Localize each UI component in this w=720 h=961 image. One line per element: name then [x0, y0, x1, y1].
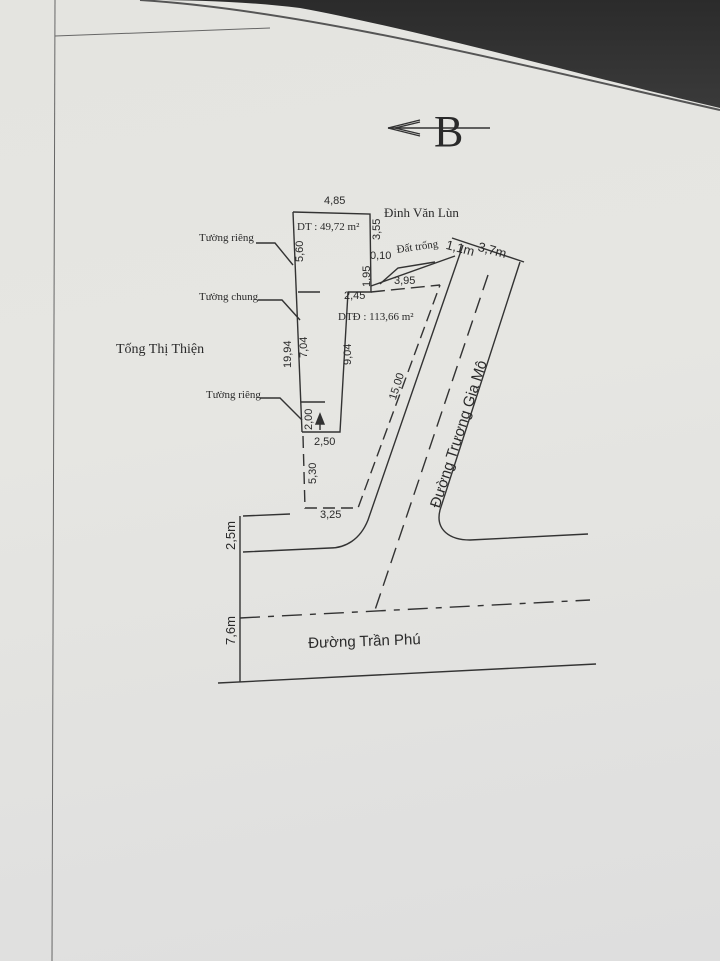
dim-left-lower: 2,00	[303, 408, 315, 430]
label-neighbor-west: Tống Thị Thiện	[116, 342, 205, 357]
dim-left-mid: 7,04	[298, 336, 310, 358]
dim-frontage: 3,95	[394, 275, 416, 287]
dim-right-top: 3,55	[371, 218, 383, 240]
label-wall-private-1: Tường riêng	[199, 232, 254, 244]
road-width-bottom: 7,6m	[223, 616, 238, 645]
road-sidewalk-bottom: 2,5m	[223, 521, 238, 550]
dim-ext-left: 5,30	[307, 462, 319, 484]
dim-ext-bottom: 3,25	[320, 509, 342, 521]
dim-right-mid: 1,95	[361, 265, 373, 287]
dim-left-upper: 5,60	[294, 240, 306, 262]
road-name-tran-phu: Đường Trần Phú	[307, 631, 421, 652]
area-label: DT : 49,72 m²	[297, 221, 360, 233]
label-wall-shared: Tường chung	[199, 291, 259, 303]
label-neighbor-north: Đinh Văn Lùn	[384, 205, 459, 220]
dim-left-total: 19,94	[282, 340, 294, 368]
total-area-label: DTĐ : 113,66 m²	[338, 311, 414, 323]
dim-step: 2,45	[344, 290, 366, 302]
dim-top: 4,85	[324, 195, 346, 207]
dim-bottom: 2,50	[314, 436, 336, 448]
label-wall-private-2: Tường riêng	[206, 389, 261, 401]
dim-offset: 0,10	[370, 250, 392, 262]
north-label: B	[434, 107, 464, 156]
dim-right-long: 9,04	[342, 343, 354, 365]
